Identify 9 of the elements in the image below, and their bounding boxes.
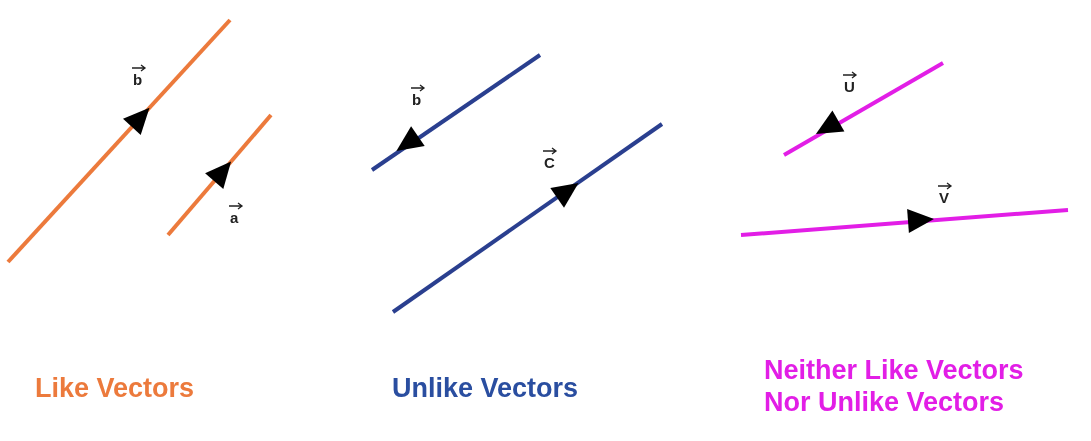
caption: Neither Like Vectors Nor Unlike Vectors xyxy=(764,354,1025,418)
vector-label: b xyxy=(412,92,422,107)
vector-label: V xyxy=(939,190,949,205)
vector-label: U xyxy=(844,79,855,94)
vector-label: a xyxy=(230,210,239,225)
caption: Unlike Vectors xyxy=(392,372,579,404)
caption: Like Vectors xyxy=(35,372,195,404)
vector-label: b xyxy=(133,72,143,87)
vector-label: C xyxy=(544,155,555,170)
